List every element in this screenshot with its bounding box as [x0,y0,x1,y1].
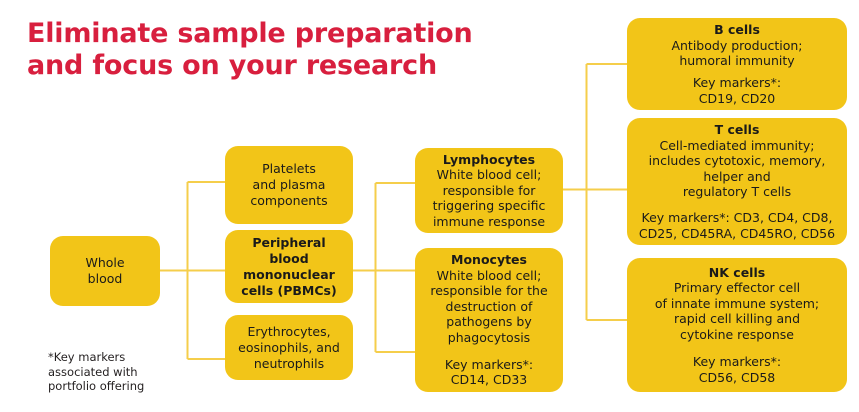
node-nk-cells-heading: NK cells [708,264,766,280]
node-t-cells[interactable]: T cells Cell-mediated immunity; includes… [627,118,847,245]
node-erythrocytes[interactable]: Erythrocytes, eosinophils, and neutrophi… [225,315,353,380]
node-platelets-and-plasma-body: Platelets and plasma components [250,161,328,208]
footnote: *Key markers associated with portfolio o… [48,350,145,393]
node-pbmc[interactable]: Peripheral blood mononuclear cells (PBMC… [225,230,353,303]
page-title: Eliminate sample preparation and focus o… [27,18,473,81]
node-nk-cells-key-markers: Key markers*: CD56, CD58 [692,354,782,385]
node-lymphocytes-heading: Lymphocytes [442,151,536,167]
node-erythrocytes-body: Erythrocytes, eosinophils, and neutrophi… [238,323,340,371]
node-b-cells-heading: B cells [714,22,760,37]
node-lymphocytes[interactable]: Lymphocytes White blood cell; responsibl… [415,148,563,233]
node-nk-cells-body: Primary effector cell of innate immune s… [654,280,820,342]
node-whole-blood-body: Whole blood [85,255,125,286]
node-t-cells-heading: T cells [714,122,760,137]
node-pbmc-heading: Peripheral blood mononuclear cells (PBMC… [241,234,337,298]
node-t-cells-body: Cell-mediated immunity; includes cytotox… [648,137,826,200]
node-monocytes-heading: Monocytes [451,252,527,268]
node-b-cells[interactable]: B cells Antibody production; humoral imm… [627,18,847,110]
node-t-cells-key-markers: Key markers*: CD3, CD4, CD8, CD25, CD45R… [638,210,836,241]
node-whole-blood[interactable]: Whole blood [50,236,160,306]
node-monocytes[interactable]: Monocytes White blood cell; responsible … [415,248,563,392]
node-b-cells-body: Antibody production; humoral immunity [671,37,803,69]
node-b-cells-key-markers: Key markers*: CD19, CD20 [692,75,782,106]
node-lymphocytes-body: White blood cell; responsible for trigge… [432,167,546,229]
node-monocytes-key-markers: Key markers*: CD14, CD33 [444,356,534,388]
node-monocytes-body: White blood cell; responsible for the de… [430,267,548,345]
node-nk-cells[interactable]: NK cells Primary effector cell of innate… [627,258,847,392]
node-platelets-and-plasma[interactable]: Platelets and plasma components [225,146,353,224]
